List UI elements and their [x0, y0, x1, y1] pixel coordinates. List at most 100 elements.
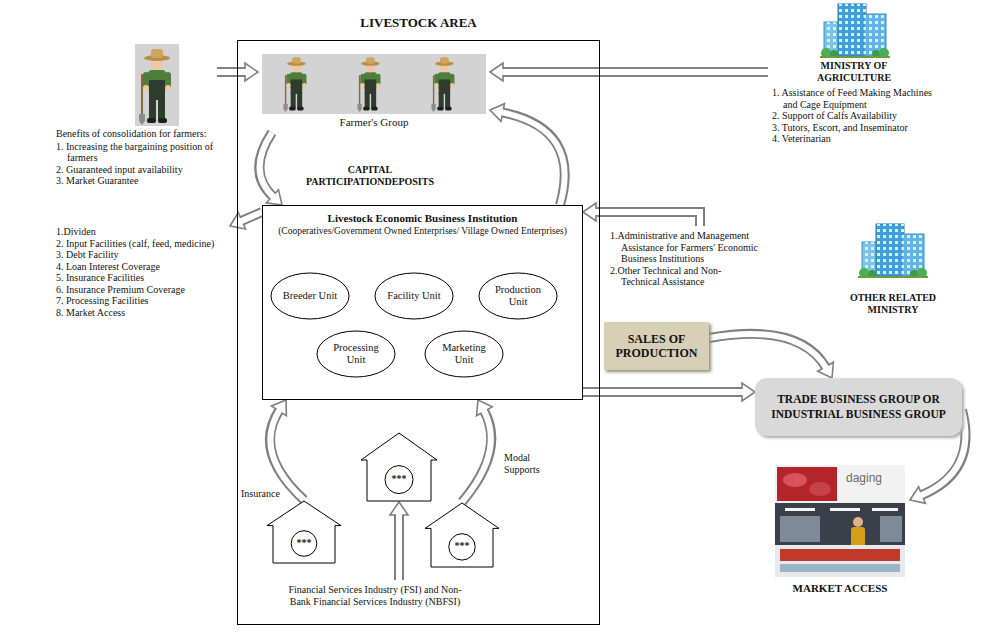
farmer-group: Farmer's Group [258, 50, 490, 133]
block-arrow [490, 104, 565, 205]
photo-ground [262, 54, 486, 114]
node-text: *** [297, 537, 312, 549]
block-arrow [462, 400, 492, 502]
house-shape [361, 433, 437, 501]
farmer-figure [357, 57, 380, 112]
shop-sign [775, 465, 905, 503]
arrow-fill [396, 512, 402, 580]
node-text: 2. Support of Calfs Availability [772, 110, 936, 122]
ceiling-light [830, 508, 860, 511]
oval-shape [479, 273, 557, 319]
benefit-list: 1.Dividen2. Input Facilities (calf, feed… [52, 222, 230, 322]
meat-cut [809, 482, 831, 496]
node-text: Farmer's Group [262, 116, 486, 129]
block-arrow [583, 203, 700, 226]
oval-shape [271, 273, 349, 319]
shop-interior [775, 503, 905, 577]
person-head [853, 517, 863, 527]
farmer-benefits: Benefits of consolidation for farmers:1.… [52, 42, 217, 191]
node-text: 1.Administrative and Management Assistan… [610, 230, 760, 265]
house-outline [424, 502, 500, 568]
shelf [780, 516, 820, 542]
block-arrow [709, 334, 833, 378]
node-text: Production Unit [489, 284, 547, 308]
meat-cut [783, 473, 807, 487]
node-text: 2.Other Technical and Non-Technical Assi… [610, 265, 760, 288]
market-photo [775, 465, 905, 577]
assistance-list: 1.Administrative and Management Assistan… [606, 226, 764, 292]
oval-shape [317, 331, 395, 377]
unit-oval: Marketing Unit [424, 330, 504, 378]
node-text: Marketing Unit [435, 342, 493, 366]
block-arrow [490, 63, 768, 81]
finance-house: *** [360, 432, 438, 502]
ministry-box: OTHER RELATED MINISTRY [838, 222, 948, 323]
farmer-figure [283, 57, 306, 112]
finance-house: *** [266, 500, 342, 564]
shelf [880, 516, 902, 542]
building-icon [820, 4, 890, 58]
node-text: 3. Debt Facility [56, 249, 226, 261]
counter [775, 545, 905, 577]
arrow-fill [709, 334, 827, 369]
house-outline [360, 432, 438, 502]
ministry-box: MINISTRY OF AGRICULTURE 1. Assistance of … [768, 2, 940, 149]
building-icon [858, 224, 928, 278]
node-text: 3. Market Guarantee [56, 175, 213, 187]
node-text: TRADE BUSINESS GROUP OR INDUSTRIAL BUSIN… [765, 392, 952, 422]
oval-shape [425, 331, 503, 377]
ceiling-light [872, 508, 898, 511]
photo-ground [135, 44, 179, 126]
node-text: 3. Tutors, Escort, and Inseminator [772, 122, 936, 134]
node-text: Financial Services Industry (FSI) and No… [279, 584, 471, 607]
node-text: 8. Market Access [56, 307, 226, 319]
arrow-fill [239, 212, 262, 222]
arrow-fill [593, 212, 700, 226]
node-text: 1.Dividen [56, 226, 226, 238]
farmer-figure [431, 57, 454, 112]
node-text: Facility Unit [387, 290, 440, 302]
meat-display [780, 549, 900, 561]
arrow-fill [260, 133, 275, 199]
finance-industry: Financial Services Industry (FSI) and No… [275, 580, 475, 611]
trade-box: TRADE BUSINESS GROUP OR INDUSTRIAL BUSIN… [755, 378, 962, 436]
oval-shape [375, 273, 453, 319]
arrow-fill [462, 409, 491, 502]
counter-glass [780, 564, 900, 572]
block-arrow [583, 383, 755, 401]
house-shape [267, 501, 341, 563]
node-text: 1. Assistance of Feed Making Machines an… [772, 87, 936, 110]
flow-note: CAPITAL PARTICIPATIONDEPOSITS [290, 164, 450, 187]
node-text: 2. Guaranteed input availability [56, 164, 213, 176]
house-circle [385, 466, 413, 494]
arrow-fill [500, 112, 565, 205]
node-text: Livestock Economic Business Institution [269, 212, 576, 225]
node-text: SALES OF PRODUCTION [610, 332, 703, 361]
house-shape [425, 503, 499, 567]
unit-oval: Facility Unit [374, 272, 454, 320]
node-text: OTHER RELATED MINISTRY [843, 292, 943, 315]
finance-house: *** [424, 502, 500, 568]
node-text: 4. Veterinarian [772, 133, 936, 145]
person-body [851, 527, 865, 547]
livestock-area: LIVESTOCK AREAFarmer's GroupLivestock Ec… [237, 40, 600, 625]
node-text: 7. Processing Facilities [56, 295, 226, 307]
node-text: *** [455, 540, 470, 552]
unit-oval: Processing Unit [316, 330, 396, 378]
sales-box: SALES OF PRODUCTION [604, 322, 709, 370]
node-text: 5. Insurance Facilities [56, 272, 226, 284]
arrow-fill [500, 69, 768, 75]
node-text: (Cooperatives/Government Owned Enterpris… [269, 226, 576, 237]
edge-label: Modal Supports [503, 452, 557, 475]
edge-label: Insurance [240, 488, 281, 500]
node-text: Benefits of consolidation for farmers: [56, 128, 213, 140]
node-text: 2. Input Facilities (calf, feed, medicin… [56, 238, 226, 250]
shop-sign-text: daging [846, 471, 882, 485]
node-text: MINISTRY OF AGRICULTURE [804, 60, 904, 83]
node-text: Breeder Unit [283, 290, 338, 302]
block-arrow [259, 133, 282, 205]
node-text: *** [392, 473, 407, 485]
meat-picture [777, 467, 837, 501]
node-text: LIVESTOCK AREA [238, 16, 599, 31]
